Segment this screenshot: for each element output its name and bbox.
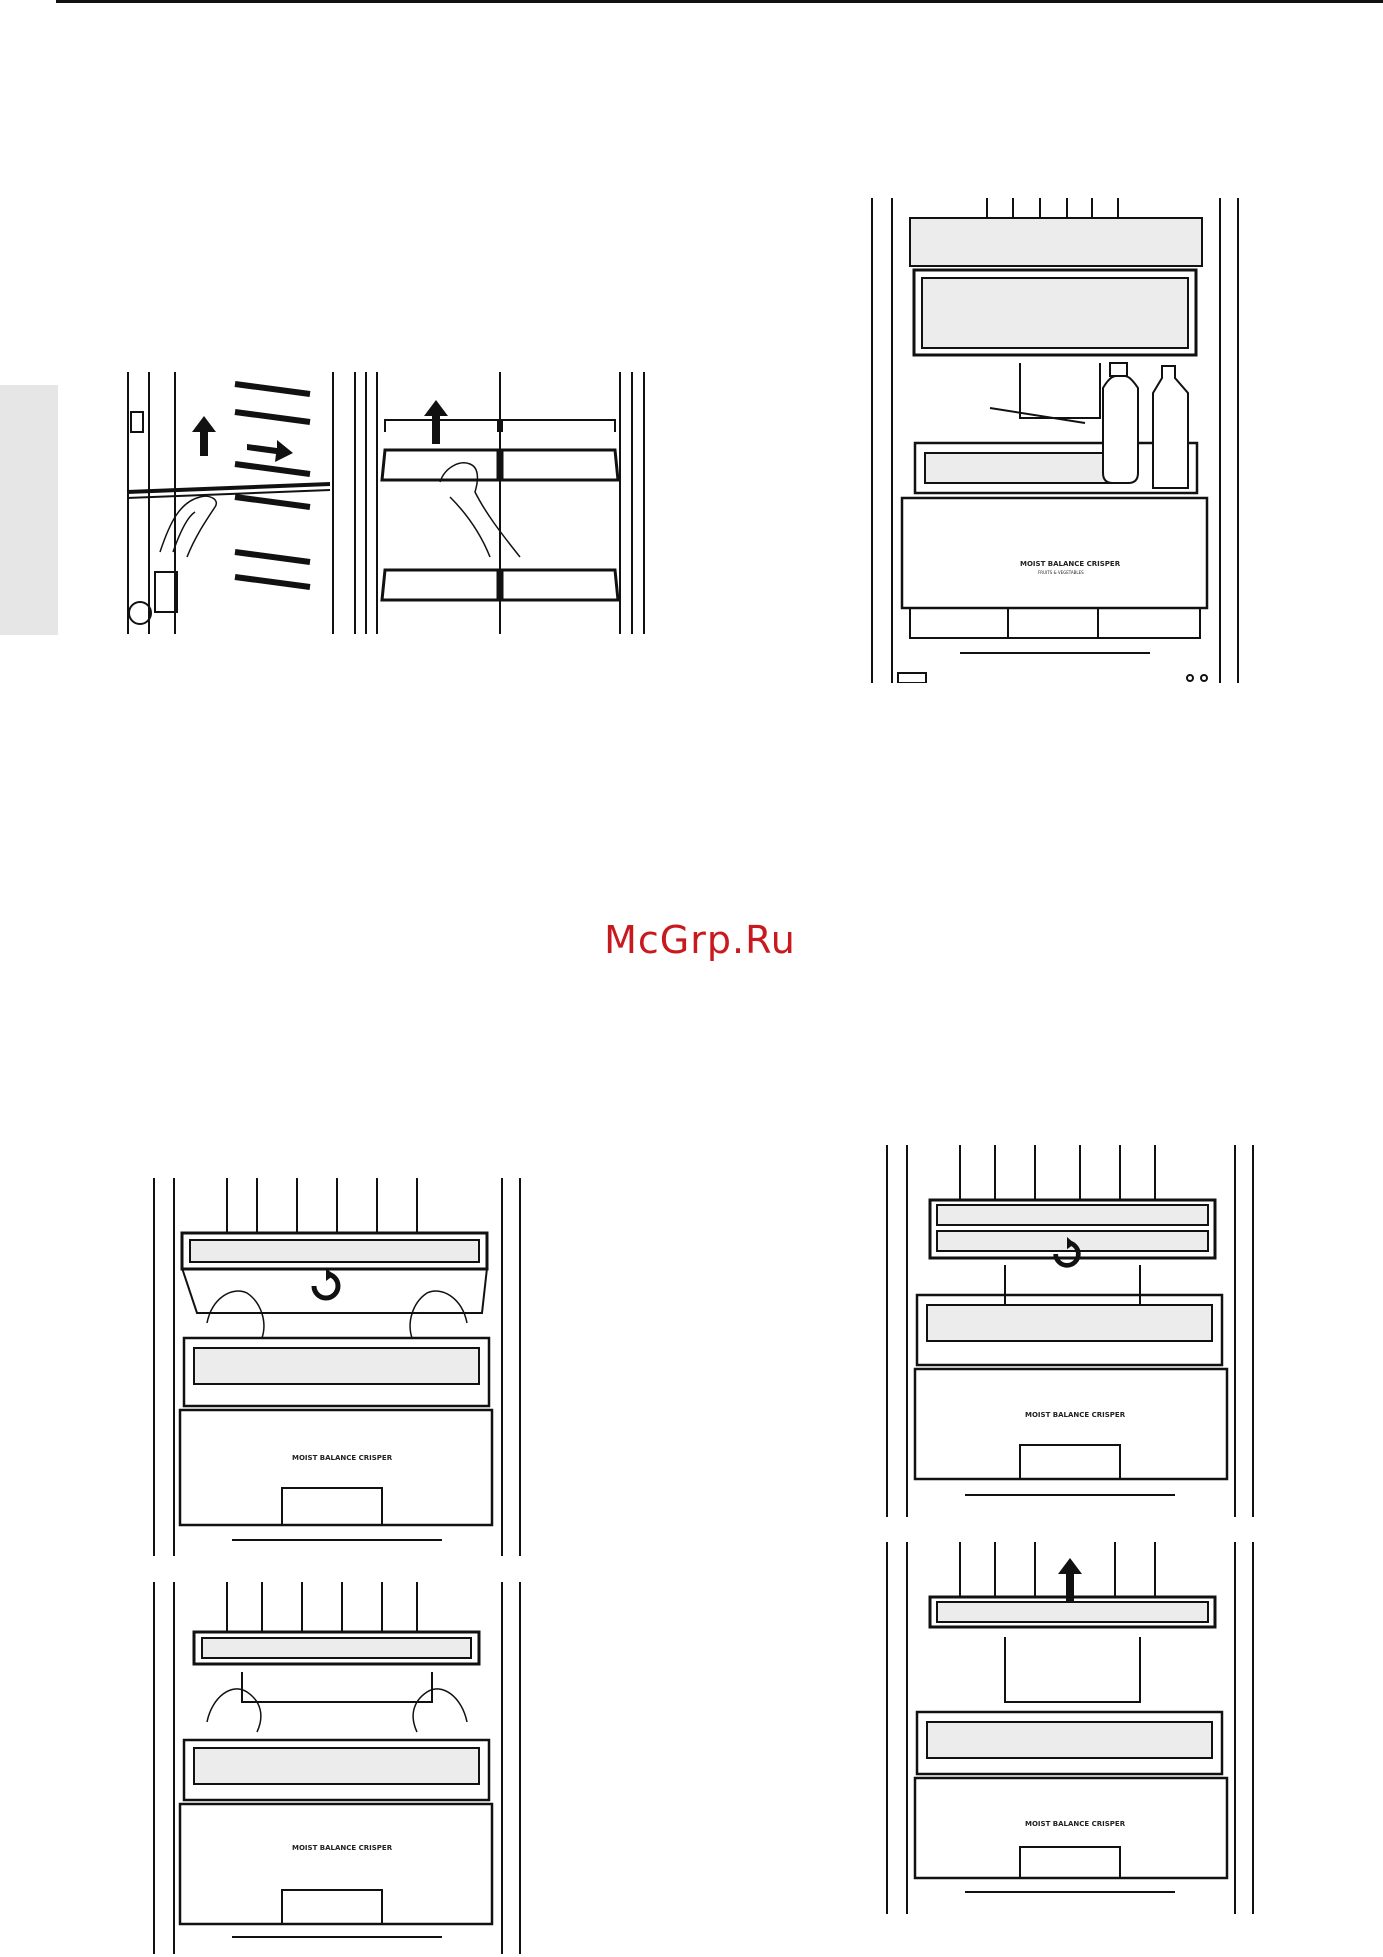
crisper-label: MOIST BALANCE CRISPER xyxy=(1025,1411,1126,1419)
watermark: McGrp.Ru xyxy=(590,918,810,962)
tilt-shelf-with-hands-illustration: MOIST BALANCE CRISPER xyxy=(152,1178,524,1556)
side-tab xyxy=(0,385,58,635)
lift-shelf-with-hands-illustration: MOIST BALANCE CRISPER xyxy=(152,1582,524,1954)
rotate-arrow-icon xyxy=(308,1268,344,1304)
crisper-label: MOIST BALANCE CRISPER xyxy=(292,1454,393,1462)
crisper-label: MOIST BALANCE CRISPER xyxy=(1020,560,1121,568)
up-arrow-icon xyxy=(1058,1558,1082,1602)
crisper-sublabel: FRUITS & VEGETABLES xyxy=(1038,570,1084,575)
lift-shelf-out-illustration: MOIST BALANCE CRISPER xyxy=(885,1542,1257,1914)
crisper-label: MOIST BALANCE CRISPER xyxy=(292,1844,393,1852)
tilt-shelf-rotate-illustration: MOIST BALANCE CRISPER xyxy=(885,1145,1257,1517)
up-arrow-icon xyxy=(192,416,216,456)
header-rule xyxy=(56,0,1383,3)
shelf-removal-illustration xyxy=(125,372,340,634)
door-bin-removal-illustration xyxy=(350,372,650,634)
up-arrow-icon xyxy=(424,400,448,444)
crisper-label: MOIST BALANCE CRISPER xyxy=(1025,1820,1126,1828)
rotate-arrow-icon xyxy=(1050,1237,1084,1271)
right-arrow-icon xyxy=(247,440,293,462)
fridge-interior-overview-illustration: MOIST BALANCE CRISPER FRUITS & VEGETABLE… xyxy=(870,198,1242,683)
